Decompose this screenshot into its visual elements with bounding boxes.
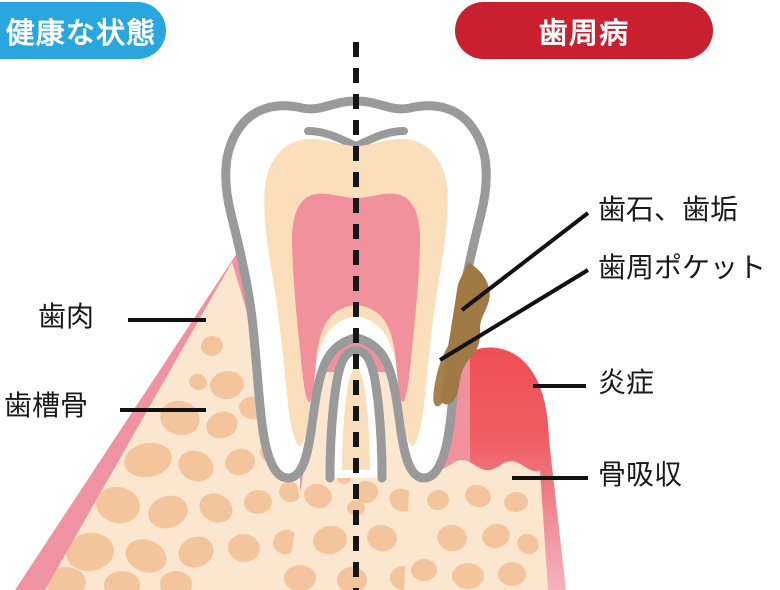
label-calculus-plaque: 歯石、歯垢	[598, 193, 739, 226]
badge-periodontal-disease: 歯周病	[455, 2, 713, 59]
label-alveolar-bone: 歯槽骨	[4, 389, 89, 422]
leader-calculus	[460, 211, 590, 312]
resorbed-alveolar-bone-group	[404, 460, 548, 590]
leader-pocket	[438, 268, 590, 362]
periodontal-pocket	[433, 340, 458, 407]
label-inflammation: 炎症	[598, 366, 655, 399]
badge-healthy-state: 健康な状態	[0, 2, 166, 59]
leader-lines	[120, 211, 590, 480]
bone-trabeculae-right	[411, 484, 539, 589]
pulp-chamber	[292, 193, 420, 402]
label-bone-resorption: 骨吸収	[598, 458, 683, 491]
label-gum: 歯肉	[38, 300, 95, 333]
label-periodontal-pocket: 歯周ポケット	[598, 251, 767, 284]
